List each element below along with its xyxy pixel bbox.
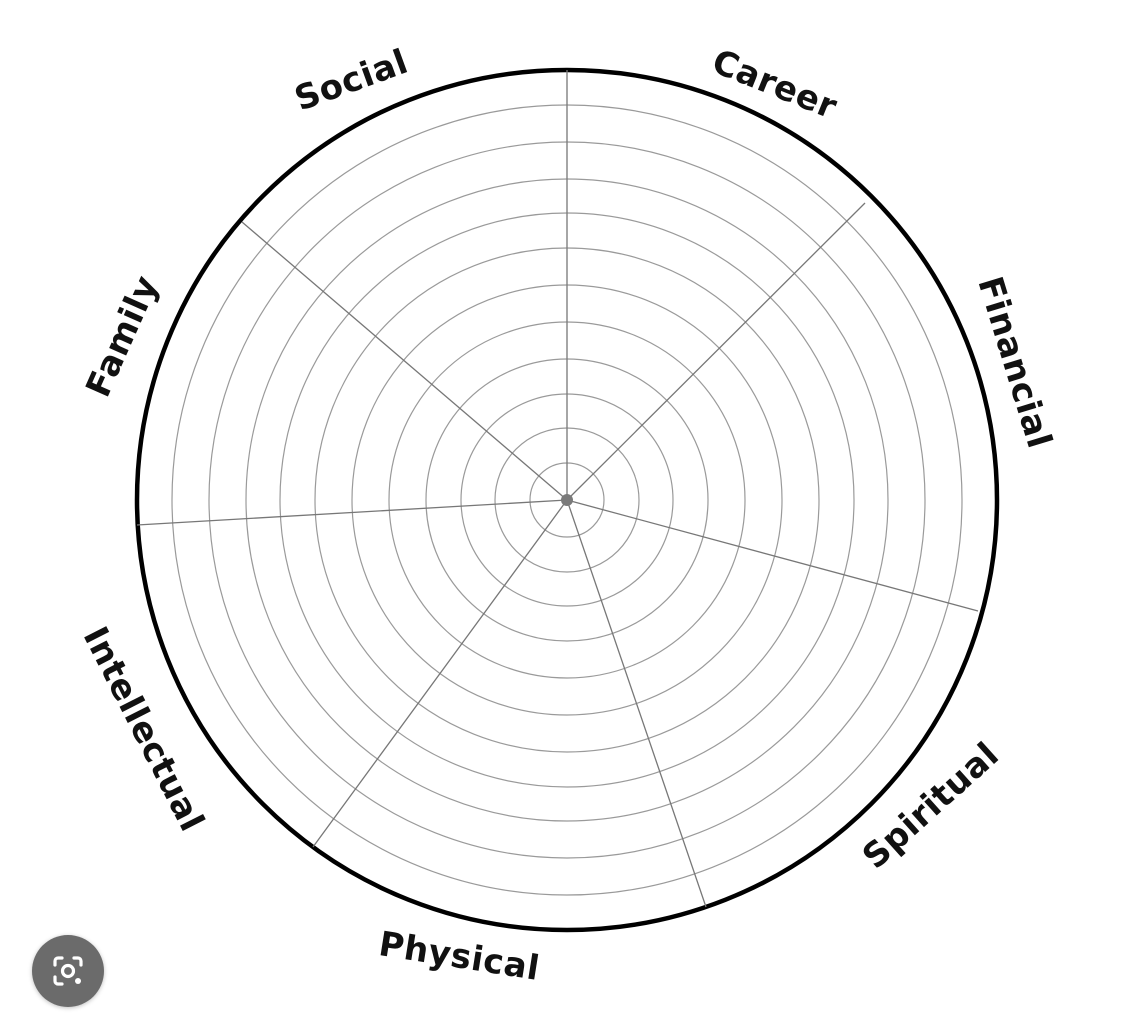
lens-button[interactable] xyxy=(32,935,104,1007)
label-financial: Financial xyxy=(969,272,1059,453)
wheel-spoke xyxy=(566,499,707,908)
wheel-spoke xyxy=(241,221,568,501)
wheel-spoke xyxy=(136,499,568,526)
wheel-center-hub xyxy=(561,494,573,506)
label-intellectual: Intellectual xyxy=(75,621,212,839)
wheel-spokes xyxy=(136,70,979,908)
label-career: Career xyxy=(707,42,843,128)
camera-search-icon xyxy=(53,956,83,986)
wheel-spoke xyxy=(312,499,568,848)
label-spiritual: Spiritual xyxy=(855,735,1007,877)
wheel-spoke xyxy=(566,202,866,501)
label-physical: Physical xyxy=(376,924,542,989)
wheel-spoke xyxy=(566,499,979,612)
